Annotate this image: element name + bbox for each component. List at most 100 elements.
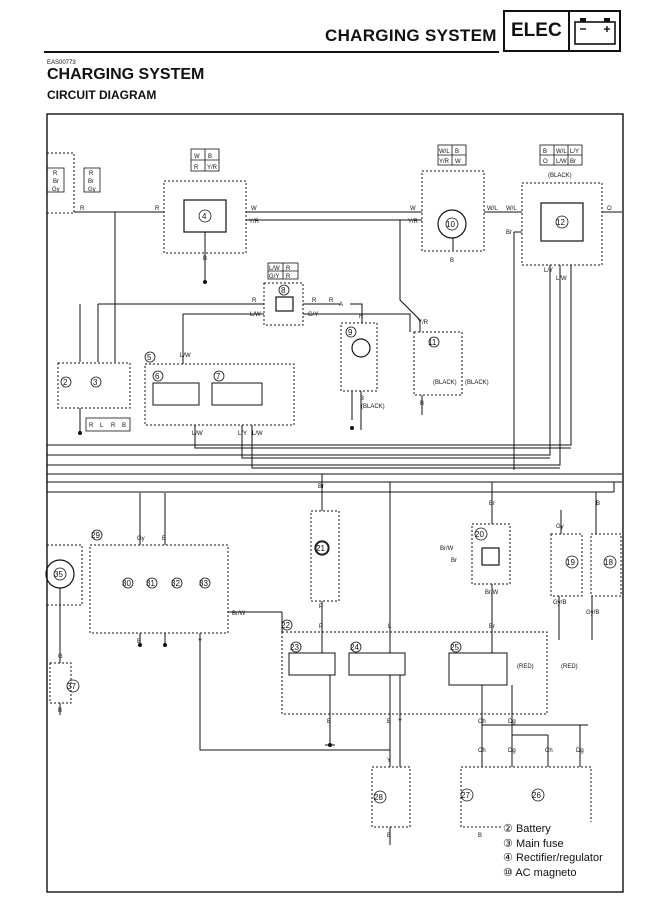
wire-label-yr-2: Y/R	[408, 219, 419, 225]
legend-item-rectifier-regulator: ④ Rectifier/regulator	[503, 851, 621, 866]
component-number-25: 25	[450, 643, 459, 652]
box-component-5	[144, 363, 295, 426]
box-rectifier-regulator	[163, 180, 247, 254]
wire-label-l: L	[388, 624, 392, 630]
component-number-37: 37	[67, 682, 76, 691]
fuse-tag-a: A	[339, 302, 343, 308]
wire-label-lw-1: L/W	[250, 312, 261, 318]
wire-label-ly: L/Y	[544, 268, 553, 274]
wire-label-gyb-18: Gy/B	[586, 610, 599, 616]
wire-label-ch-27: Ch	[478, 748, 486, 754]
component-number-19: 19	[566, 558, 575, 567]
component-number-10: 10	[446, 220, 455, 229]
wire-label-lw-12: L/W	[556, 276, 567, 282]
component-number-9: 9	[348, 328, 353, 337]
c12-connector-lw: L/W	[556, 159, 567, 165]
wire-label-ch-25: Ch	[478, 719, 486, 725]
wire-label-br-22: Br	[489, 624, 495, 630]
fuse-connector-gy: G/Y	[269, 274, 279, 280]
wire-label-brw-2: Br/W	[232, 611, 246, 617]
component-number-28: 28	[374, 793, 383, 802]
fuse-connector-r2: R	[286, 274, 291, 280]
topleft-connector-r: R	[53, 171, 58, 177]
wire-label-b-mag: B	[450, 258, 454, 264]
component-number-18: 18	[604, 558, 613, 567]
legend-num: ③	[503, 837, 513, 850]
connector2-gy: Gy	[88, 187, 96, 193]
box-component-19	[550, 533, 583, 597]
legend-item-battery: ② Battery	[503, 822, 621, 837]
box-component-29	[89, 544, 229, 634]
c12-black-tag: (BLACK)	[548, 173, 572, 179]
component-number-29: 29	[91, 531, 100, 540]
box-battery	[57, 362, 131, 409]
wire-label-b-24: B	[387, 719, 391, 725]
wire-label-r-3: R	[252, 298, 257, 304]
box-ac-magneto	[421, 170, 485, 252]
wire-label-b-27: B	[478, 833, 482, 839]
wire-label-dg-27: Dg	[508, 748, 516, 754]
red-tag-2: (RED)	[561, 664, 578, 670]
document-code: EAS00773	[47, 60, 76, 66]
component-legend: ② Battery ③ Main fuse ④ Rectifier/regula…	[503, 822, 621, 880]
wire-label-br-20: Br	[489, 501, 495, 507]
wire-label-ch-26: Ch	[545, 748, 553, 754]
wire-label-br: Br	[506, 230, 512, 236]
wire-label-dg-26: Dg	[576, 748, 584, 754]
wire-label-r-6: R	[359, 314, 364, 320]
reg-connector-w: W	[194, 154, 200, 160]
wire-label-w-2: W	[410, 206, 416, 212]
component-number-22: 22	[281, 621, 290, 630]
reg-connector-yr: Y/R	[207, 165, 218, 171]
connector2-r: R	[89, 171, 94, 177]
component-number-31: 31	[146, 579, 155, 588]
wire-label-r-2: R	[155, 206, 160, 212]
wire-label-b-11: B	[420, 401, 424, 407]
component-number-33: 33	[199, 579, 208, 588]
reg-connector-b: B	[208, 154, 212, 160]
c12-connector-ly: L/Y	[570, 149, 579, 155]
component-number-7: 7	[216, 372, 221, 381]
legend-label: Main fuse	[515, 837, 564, 850]
section-subtitle: CIRCUIT DIAGRAM	[47, 88, 157, 102]
component-number-20: 20	[475, 530, 484, 539]
box-component-35	[46, 544, 83, 606]
black-tag-9: (BLACK)	[361, 404, 385, 410]
legend-num: ④	[503, 852, 513, 864]
legend-label: AC magneto	[515, 866, 577, 879]
wire-label-r-4: R	[312, 298, 317, 304]
wire-label-b-29: B	[162, 536, 166, 542]
mag-connector-w: W	[455, 159, 461, 165]
wire-label-dg-25: Dg	[508, 719, 516, 725]
component-number-12: 12	[556, 218, 565, 227]
legend-item-ac-magneto: ⑩ AC magneto	[503, 866, 621, 881]
box-component-18	[590, 533, 622, 597]
box-component-9	[340, 322, 378, 392]
box-component-28	[371, 766, 411, 828]
wire-label-wl-1: W/L	[487, 206, 498, 212]
fuse-connector-r1: R	[286, 266, 291, 272]
wire-label-gyb-19: Gy/B	[553, 600, 566, 606]
box-component-11	[413, 331, 463, 396]
component-number-35: 35	[54, 570, 63, 579]
component-number-3: 3	[93, 378, 98, 387]
box-component-22	[281, 631, 548, 715]
box-component-20	[471, 523, 511, 585]
fuse-connector-lw: L/W	[269, 266, 280, 272]
wire-label-gy-29: Gy	[137, 536, 145, 542]
box-component-37	[49, 662, 72, 704]
wire-label-ly-2: L/Y	[238, 431, 247, 437]
wire-label-br-21: Br	[318, 484, 324, 490]
component-number-8: 8	[281, 286, 286, 295]
c12-connector-o: O	[543, 159, 548, 165]
component-number-30: 30	[122, 579, 131, 588]
topleft-connector-gy: Gy	[52, 187, 60, 193]
battery-connector-b: B	[122, 423, 126, 429]
section-title: CHARGING SYSTEM	[47, 66, 205, 83]
wire-label-b-18: B	[596, 501, 600, 507]
wire-label-g-37: G	[58, 654, 63, 660]
legend-num: ⑩	[503, 866, 513, 879]
legend-item-main-fuse: ③ Main fuse	[503, 837, 621, 852]
component-number-5: 5	[147, 353, 152, 362]
